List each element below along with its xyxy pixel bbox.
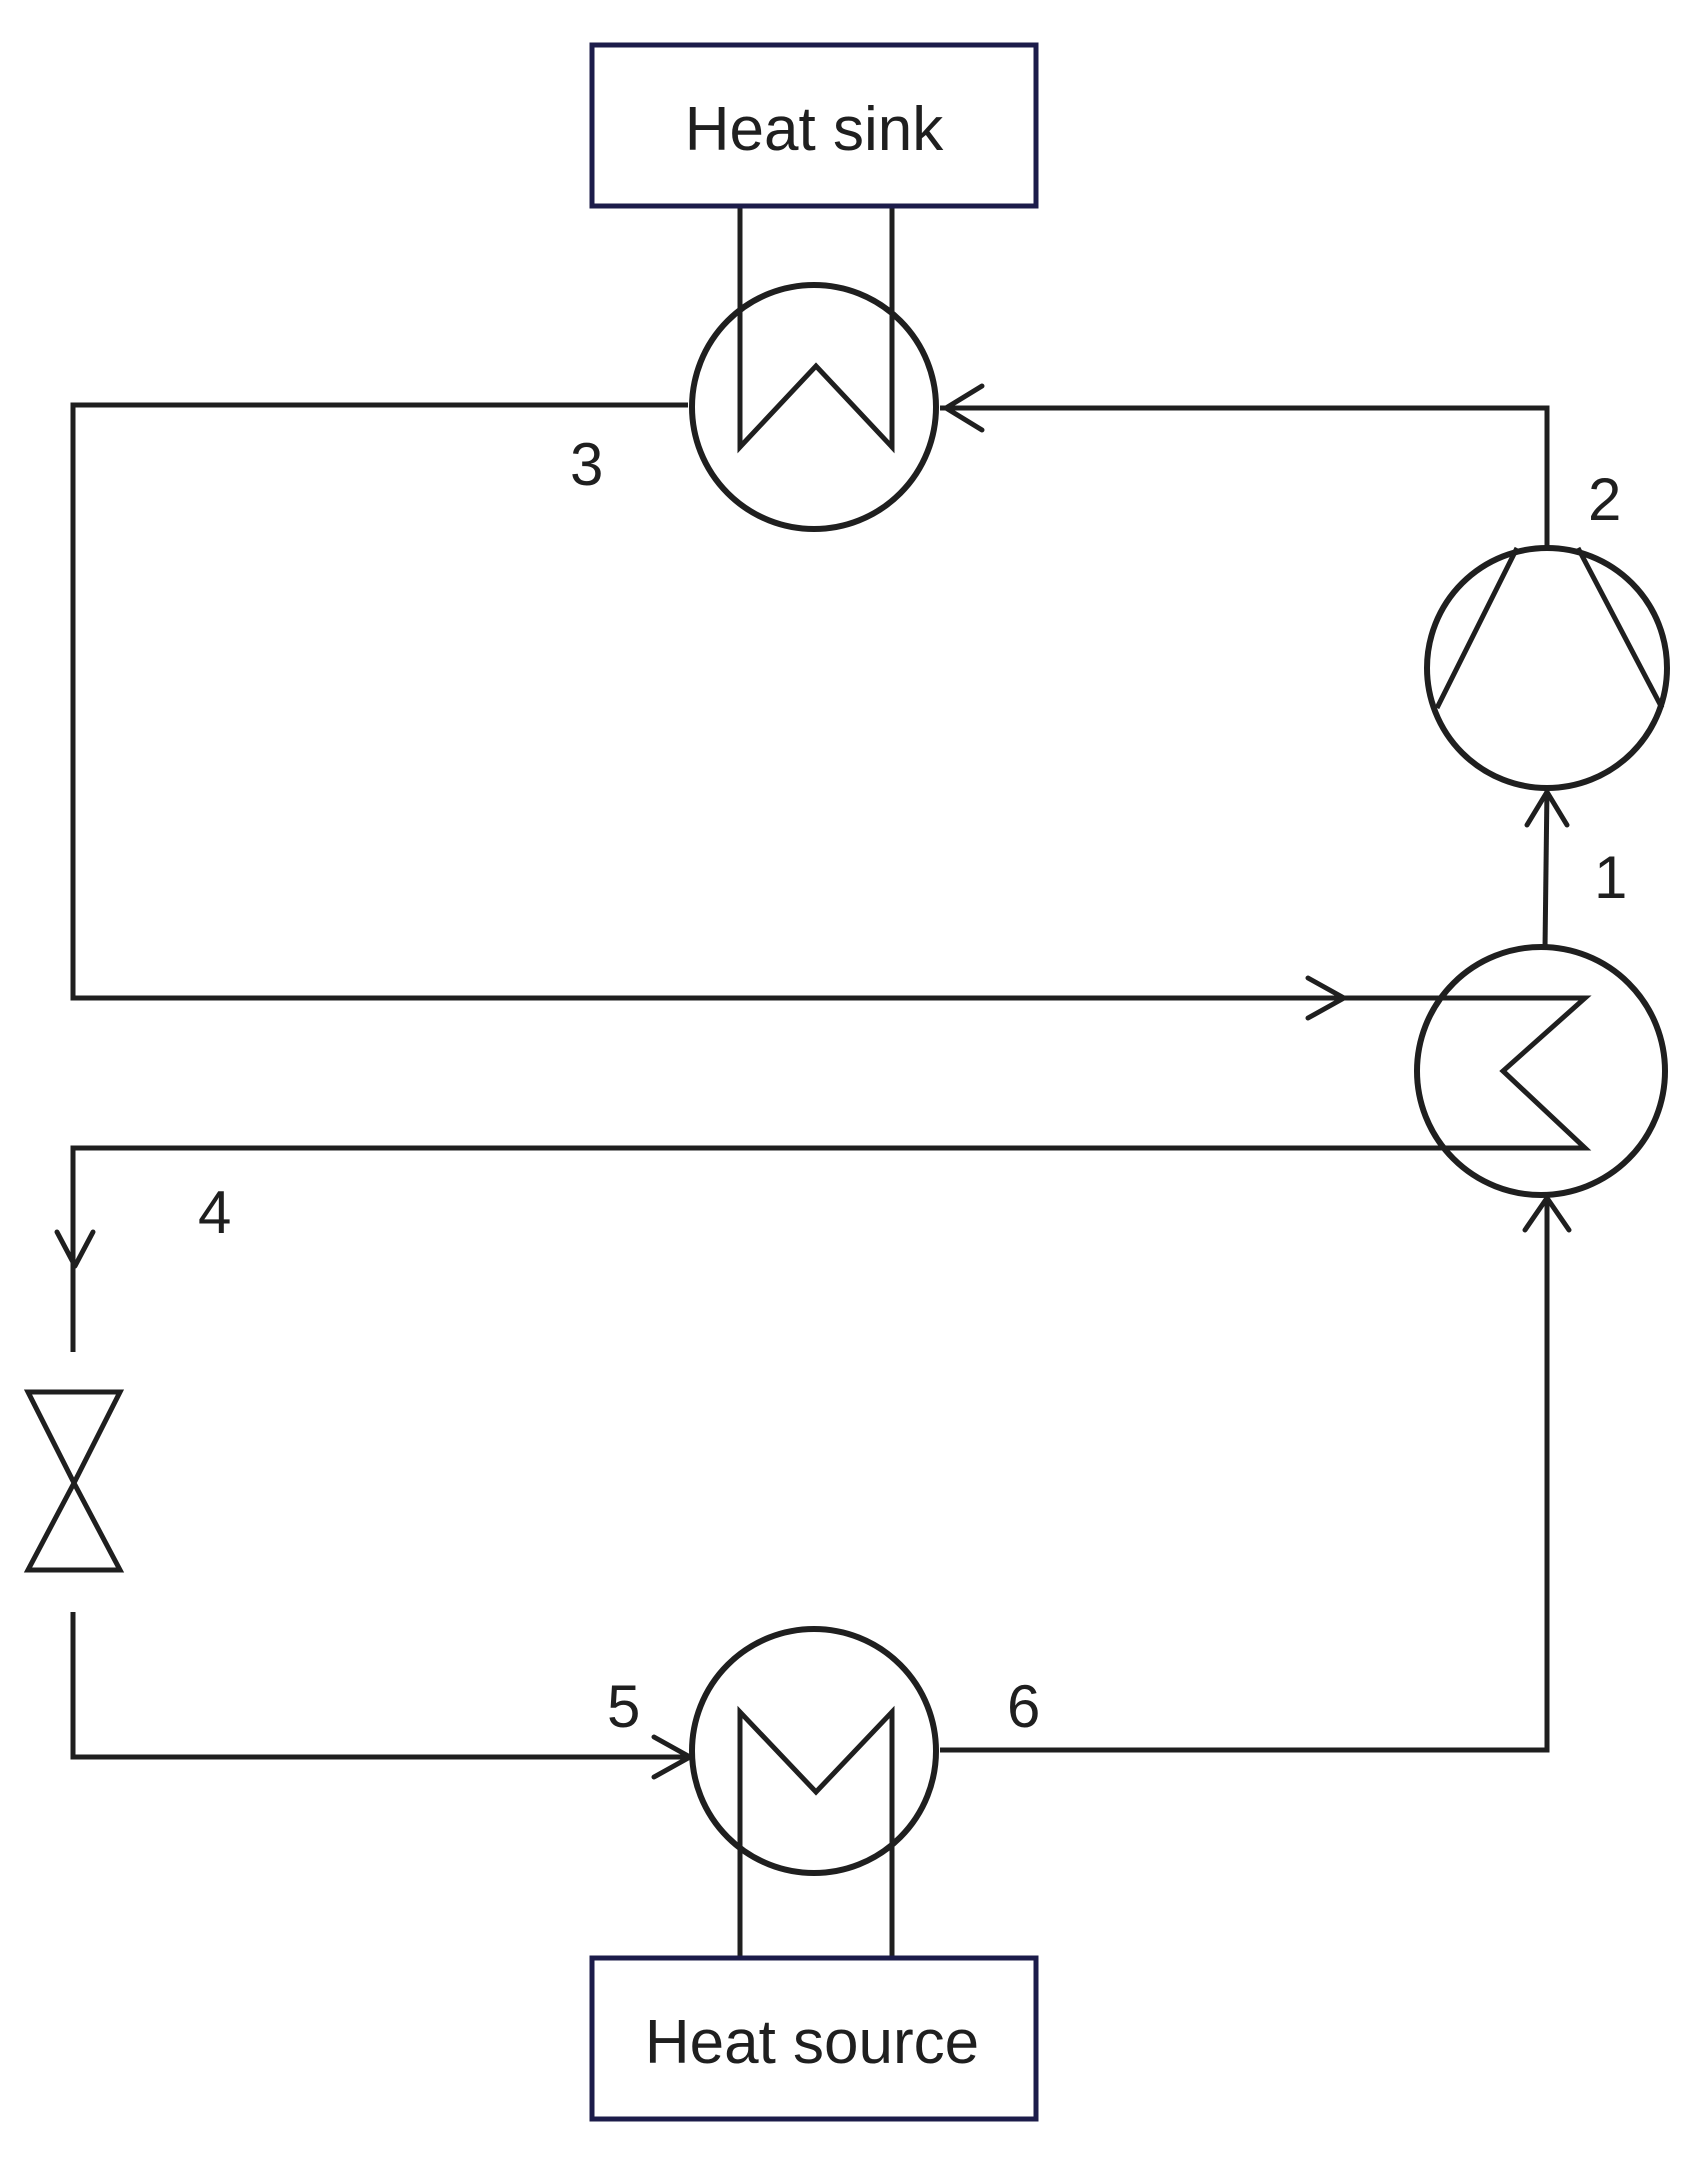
- heat-sink-box: [589, 42, 1039, 209]
- evaporator: [689, 1626, 939, 1876]
- expansion-valve: [23, 1389, 125, 1573]
- heat-sink-label: Heat sink: [685, 95, 944, 164]
- compressor-symbol-icon-right: [1575, 546, 1665, 710]
- arrow-into-ihx-cold-icon: [1522, 1195, 1572, 1233]
- cycle-pipes: [70, 206, 1550, 1958]
- state-label-6: 6: [1007, 1673, 1040, 1740]
- state-label-5: 5: [607, 1673, 640, 1740]
- heat-source-box: [589, 1955, 1039, 2122]
- compressor: [1424, 545, 1670, 791]
- evaporator-circle: [689, 1626, 939, 1876]
- pipe-ihx-to-valve: [70, 1145, 1456, 1352]
- state-label-2: 2: [1588, 466, 1621, 533]
- condenser: [689, 282, 939, 532]
- state-label-4: 4: [198, 1179, 231, 1246]
- expansion-valve-icon: [23, 1389, 125, 1573]
- heat-source-label: Heat source: [645, 2008, 979, 2077]
- ihx-circle: [1414, 944, 1668, 1198]
- arrow-into-condenser-icon: [943, 383, 985, 433]
- compressor-symbol-icon: [1434, 546, 1520, 710]
- internal-heat-exchanger: [1346, 944, 1668, 1198]
- condenser-circle: [689, 282, 939, 532]
- state-label-3: 3: [570, 431, 603, 498]
- pipe-valve-to-evaporator: [70, 1612, 692, 1760]
- arrow-down-to-valve-icon: [54, 1229, 96, 1269]
- arrow-into-ihx-hot-icon: [1305, 975, 1347, 1021]
- ihx-coil-icon: [1346, 995, 1592, 1151]
- state-point-labels: 1 2 3 4 5 6: [198, 431, 1627, 1740]
- pipe-6-to-ihx: [940, 1195, 1550, 1753]
- heat-sink: Heat sink: [589, 42, 1039, 209]
- pipe-1-to-compressor: [1542, 787, 1550, 950]
- compressor-circle: [1424, 545, 1670, 791]
- arrow-into-compressor-icon: [1524, 789, 1570, 828]
- state-label-1: 1: [1594, 844, 1627, 911]
- flow-arrows: [54, 383, 1572, 1780]
- condenser-coil-icon: [737, 284, 895, 454]
- pipe-2-to-condenser: [940, 405, 1550, 550]
- pipe-3-to-ihx: [70, 402, 1346, 1001]
- evaporator-coil-icon: [737, 1705, 895, 1872]
- heat-source: Heat source: [589, 1955, 1039, 2122]
